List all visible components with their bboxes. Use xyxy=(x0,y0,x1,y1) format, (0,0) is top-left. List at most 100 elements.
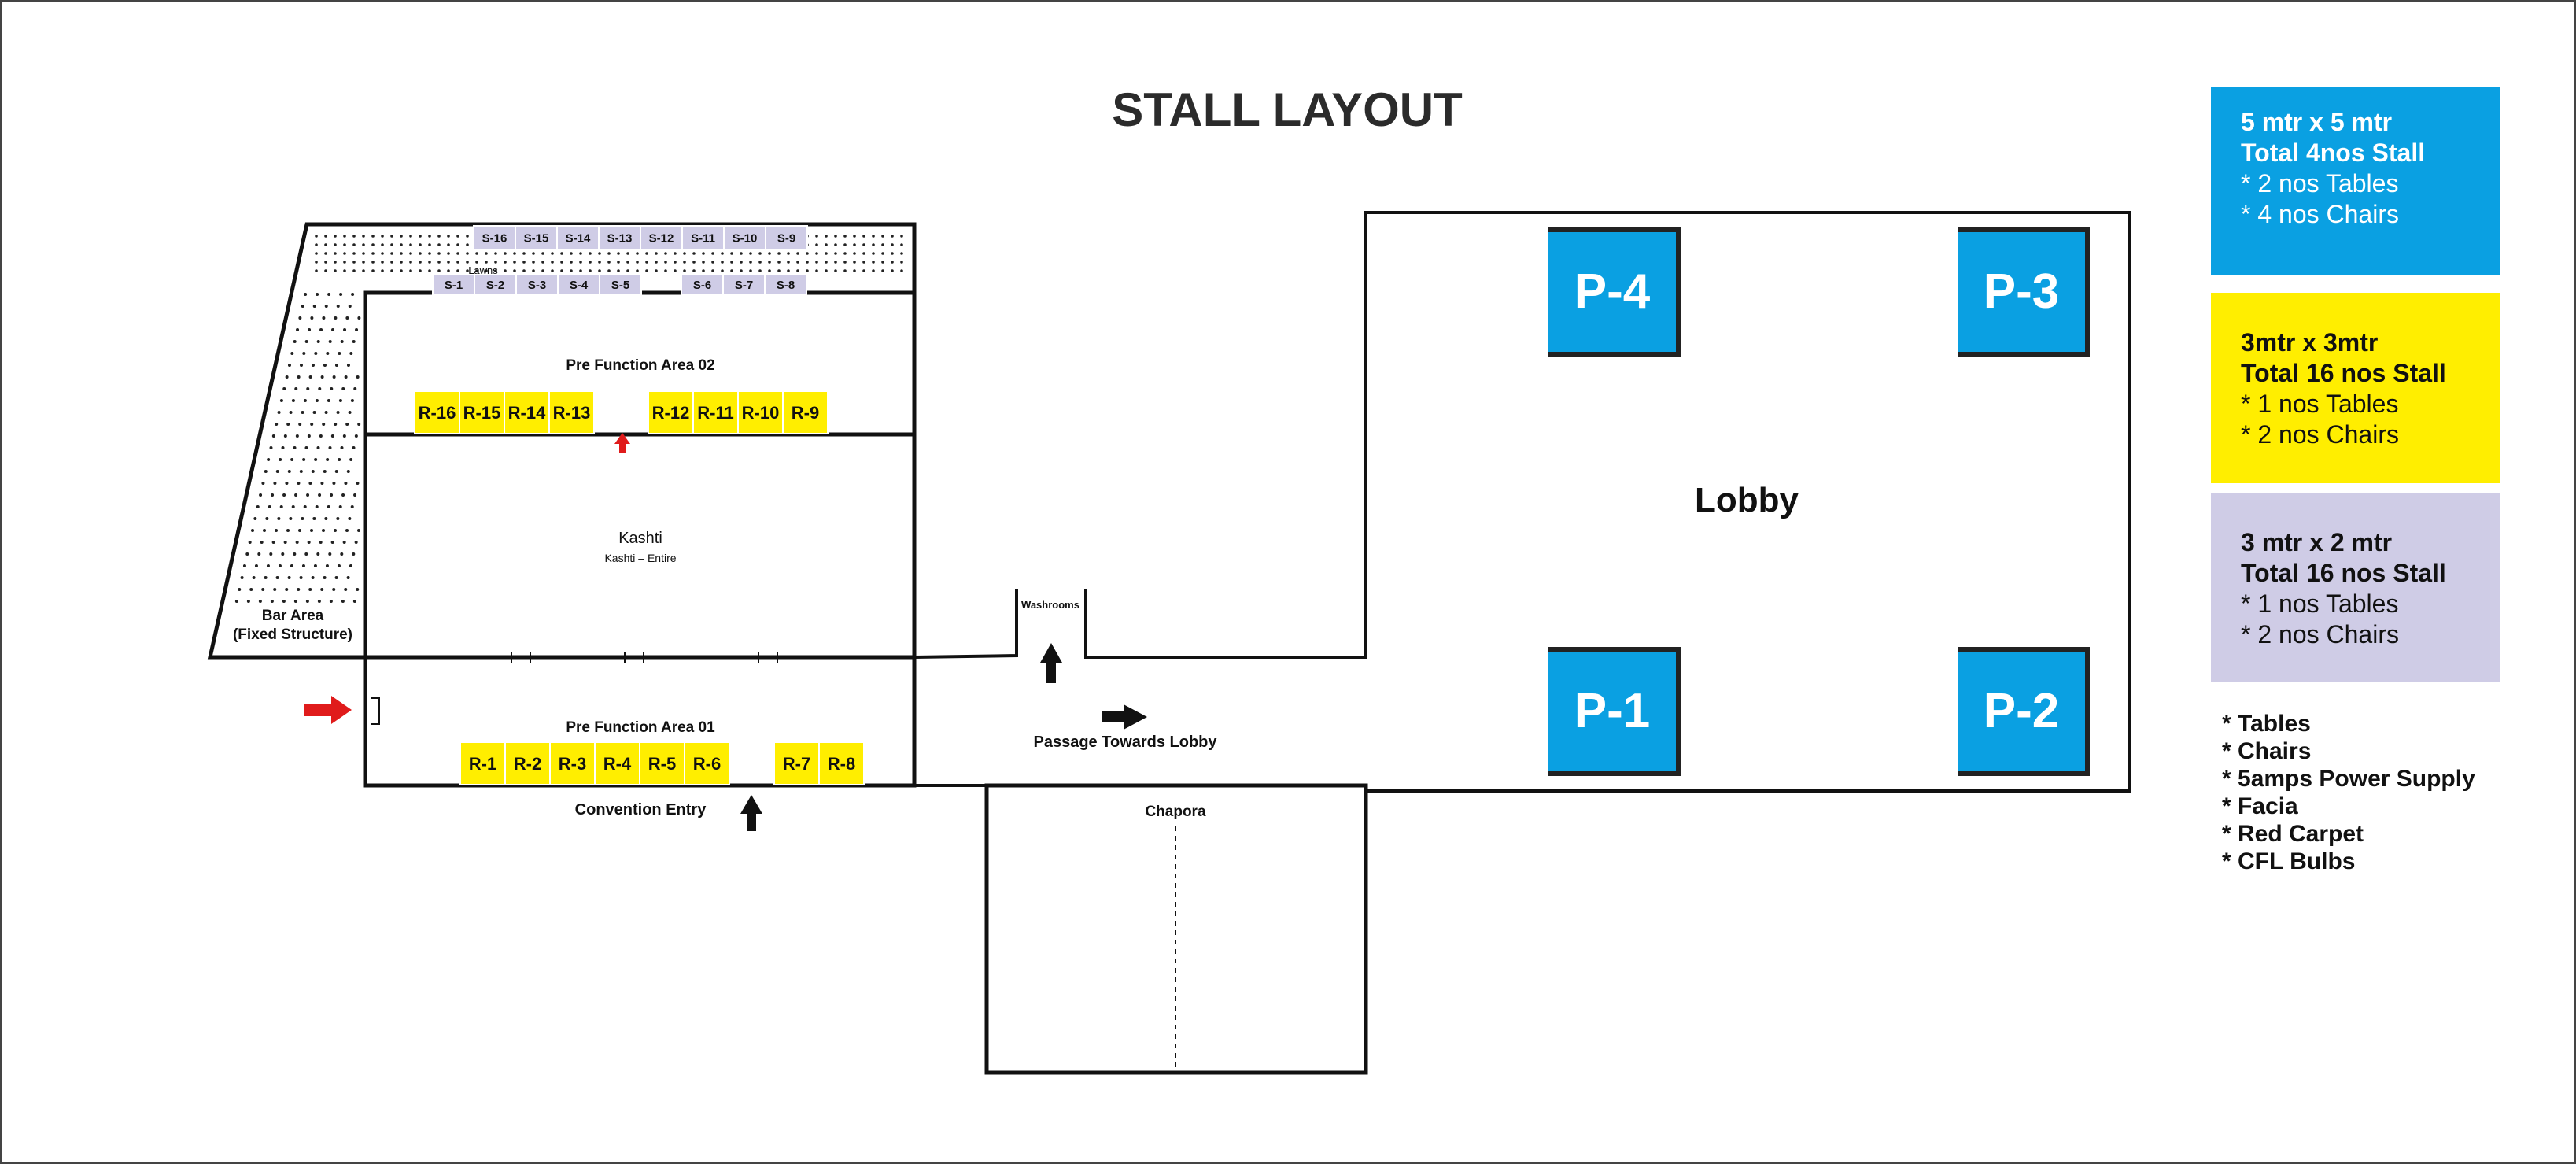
s-stall-label: S-11 xyxy=(691,231,715,245)
p-stall-p-2[interactable]: P-2 xyxy=(1958,647,2090,776)
s-stall-label: S-6 xyxy=(693,279,711,292)
legend-size: 5 mtr x 5 mtr xyxy=(2241,108,2393,136)
legend-tables: * 2 nos Tables xyxy=(2241,169,2399,198)
lobby-outline xyxy=(1084,211,2131,793)
r-stall-label: R-11 xyxy=(697,403,733,423)
r-stall-r-8[interactable]: R-8 xyxy=(818,741,865,785)
s-stall-s-13[interactable]: S-13 xyxy=(598,225,641,250)
r-stall-label: R-4 xyxy=(603,754,632,774)
r-stall-r-10[interactable]: R-10 xyxy=(737,390,784,434)
legend-total: Total 16 nos Stall xyxy=(2241,559,2446,587)
r-stall-label: R-7 xyxy=(783,754,810,774)
s-stall-label: S-14 xyxy=(566,231,591,245)
p-stall-p-4[interactable]: P-4 xyxy=(1548,227,1681,357)
p-stall-label: P-3 xyxy=(1984,264,2059,319)
r-stall-r-9[interactable]: R-9 xyxy=(782,390,829,434)
legend-tables: * 1 nos Tables xyxy=(2241,390,2399,418)
s-stall-s-14[interactable]: S-14 xyxy=(556,225,600,250)
s-stalls-top-row: S-16 S-15 S-14 S-13 S-12 S-11 S-10 S-9 xyxy=(473,225,808,250)
s-stall-s-12[interactable]: S-12 xyxy=(640,225,683,250)
lawns-label: Lawns xyxy=(468,264,498,276)
r-stall-label: R-1 xyxy=(469,754,496,774)
s-stall-label: S-2 xyxy=(486,279,504,292)
legend-size: 3mtr x 3mtr xyxy=(2241,328,2379,357)
s-stall-label: S-1 xyxy=(445,279,463,292)
r-stall-label: R-12 xyxy=(652,403,690,423)
amenity-item: * Chairs xyxy=(2222,738,2312,764)
p-stalls: P-4 P-3P-1 P-2 xyxy=(1548,227,2090,776)
amenities-list: * Tables * Chairs * 5amps Power Supply *… xyxy=(2222,710,2475,875)
s-stall-s-15[interactable]: S-15 xyxy=(515,225,558,250)
amenity-item: * Tables xyxy=(2222,711,2311,737)
r-stall-r-2[interactable]: R-2 xyxy=(504,741,551,785)
s-stall-label: S-8 xyxy=(777,279,795,292)
p-stall-p-1[interactable]: P-1 xyxy=(1548,647,1681,776)
washrooms-label: Washrooms xyxy=(1021,599,1079,611)
s-stall-s-6[interactable]: S-6 xyxy=(681,273,724,296)
bar-area-label: Bar Area xyxy=(262,608,324,624)
s-stall-label: S-12 xyxy=(649,231,674,245)
r-stall-r-11[interactable]: R-11 xyxy=(692,390,739,434)
legend-tables: * 1 nos Tables xyxy=(2241,589,2399,618)
legend-chairs: * 2 nos Chairs xyxy=(2241,620,2399,649)
legend-size: 3 mtr x 2 mtr xyxy=(2241,528,2393,556)
r-stall-label: R-14 xyxy=(508,403,546,423)
r-stall-r-15[interactable]: R-15 xyxy=(459,390,505,434)
r-stall-label: R-2 xyxy=(514,754,541,774)
legend-total: Total 4nos Stall xyxy=(2241,139,2426,167)
kashti-sub-label: Kashti – Entire xyxy=(604,552,676,564)
r-stall-label: R-16 xyxy=(419,403,456,423)
r-stall-r-4[interactable]: R-4 xyxy=(594,741,640,785)
s-stall-label: S-5 xyxy=(611,279,629,292)
left-door-bracket xyxy=(371,697,380,725)
r-stall-r-14[interactable]: R-14 xyxy=(504,390,550,434)
legend-chairs: * 2 nos Chairs xyxy=(2241,420,2399,449)
s-stall-label: S-3 xyxy=(528,279,546,292)
black-arrow-up-convention xyxy=(740,795,762,831)
r-stall-r-5[interactable]: R-5 xyxy=(639,741,685,785)
r-stall-r-16[interactable]: R-16 xyxy=(414,390,460,434)
s-stall-s-9[interactable]: S-9 xyxy=(765,225,808,250)
s-stall-s-4[interactable]: S-4 xyxy=(557,273,600,296)
r-stall-r-3[interactable]: R-3 xyxy=(549,741,596,785)
s-stall-s-10[interactable]: S-10 xyxy=(723,225,766,250)
s-stall-label: S-15 xyxy=(524,231,549,245)
s-stall-s-2[interactable]: S-2 xyxy=(474,273,517,296)
r-stall-label: R-9 xyxy=(792,403,819,423)
s-stall-s-5[interactable]: S-5 xyxy=(599,273,642,296)
r-stall-r-7[interactable]: R-7 xyxy=(773,741,820,785)
p-stall-p-3[interactable]: P-3 xyxy=(1958,227,2090,357)
r-stall-label: R-8 xyxy=(828,754,855,774)
black-arrow-right-passage xyxy=(1102,704,1147,730)
s-stall-s-8[interactable]: S-8 xyxy=(764,273,807,296)
s-stall-s-11[interactable]: S-11 xyxy=(681,225,725,250)
p-stall-label: P-4 xyxy=(1574,264,1651,319)
s-stall-label: S-10 xyxy=(733,231,758,245)
chapora-label: Chapora xyxy=(1145,804,1206,820)
p-stall-label: P-2 xyxy=(1984,684,2059,738)
r-stall-r-13[interactable]: R-13 xyxy=(548,390,595,434)
s-stall-label: S-9 xyxy=(777,231,795,245)
s-stall-s-3[interactable]: S-3 xyxy=(515,273,559,296)
s-stall-s-16[interactable]: S-16 xyxy=(473,225,516,250)
red-arrow-left-entry xyxy=(304,696,352,724)
r-stall-label: R-10 xyxy=(742,403,780,423)
black-arrow-up-washrooms xyxy=(1040,643,1062,683)
r-stall-r-12[interactable]: R-12 xyxy=(648,390,694,434)
bar-area-sub-label: (Fixed Structure) xyxy=(233,626,352,643)
s-stall-s-7[interactable]: S-7 xyxy=(722,273,766,296)
s-stall-label: S-7 xyxy=(735,279,753,292)
amenity-item: * Red Carpet xyxy=(2222,821,2364,847)
s-stall-label: S-16 xyxy=(482,231,507,245)
pre-function-01-label: Pre Function Area 01 xyxy=(566,719,715,736)
r-stall-r-1[interactable]: R-1 xyxy=(459,741,506,785)
s-stall-s-1[interactable]: S-1 xyxy=(432,273,475,296)
red-arrow-up-kashti xyxy=(614,433,630,453)
r-stall-r-6[interactable]: R-6 xyxy=(684,741,730,785)
s-stalls-bottom-row: S-1 S-2 S-3 S-4 S-5 S-6 S-7 S-8 xyxy=(432,273,807,296)
amenity-item: * CFL Bulbs xyxy=(2222,848,2356,874)
